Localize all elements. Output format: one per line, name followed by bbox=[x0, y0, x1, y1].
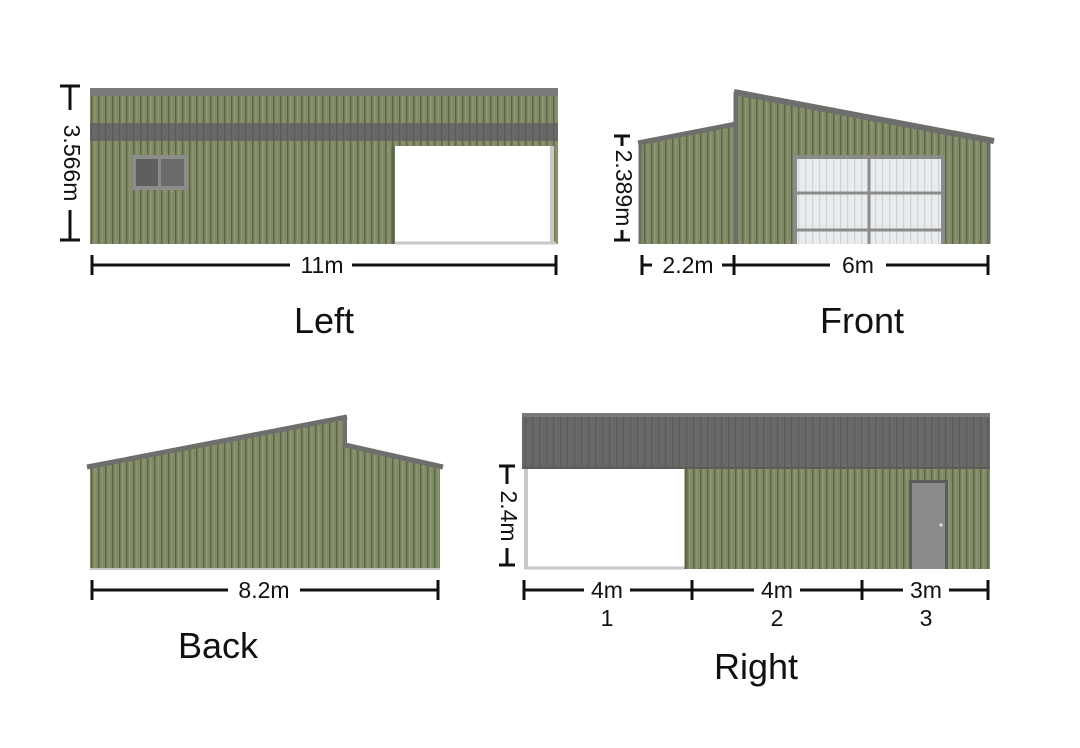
right-bay-1-number: 1 bbox=[601, 605, 614, 631]
left-eave-band bbox=[90, 123, 558, 141]
left-elevation: 3.566m 11m Left bbox=[56, 84, 558, 341]
front-lean-to-wall bbox=[640, 125, 736, 244]
back-view-title: Back bbox=[178, 625, 259, 666]
front-roller-door bbox=[793, 155, 945, 244]
back-width-dimension: 8.2m bbox=[90, 577, 440, 603]
right-height-label: 2.4m bbox=[496, 490, 522, 541]
left-open-bay bbox=[395, 146, 550, 244]
right-roof-fascia bbox=[522, 414, 990, 468]
left-view-title: Left bbox=[294, 300, 354, 341]
front-width-label-main: 6m bbox=[842, 252, 874, 278]
right-personal-door bbox=[909, 480, 948, 569]
left-roof-fascia bbox=[90, 88, 558, 96]
left-width-dimension: 11m bbox=[90, 252, 558, 278]
front-width-dimension: 2.2m 6m bbox=[640, 252, 990, 278]
right-height-dimension: 2.4m bbox=[493, 464, 522, 567]
right-bay-2-number: 2 bbox=[771, 605, 784, 631]
right-bay-3-number: 3 bbox=[920, 605, 933, 631]
front-lean-to-roof bbox=[637, 121, 737, 146]
right-bay-2-length: 4m bbox=[761, 577, 793, 603]
right-bay-1-length: 4m bbox=[591, 577, 623, 603]
left-height-dimension: 3.566m bbox=[56, 84, 85, 242]
front-height-label: 2.389m bbox=[611, 150, 637, 227]
front-view-title: Front bbox=[820, 300, 904, 341]
right-view-title: Right bbox=[714, 646, 798, 687]
back-elevation: 8.2m Back bbox=[86, 414, 444, 666]
front-width-label-lean-to: 2.2m bbox=[662, 252, 713, 278]
left-window bbox=[132, 155, 188, 190]
front-height-dimension: 2.389m bbox=[608, 134, 637, 242]
left-width-label: 11m bbox=[300, 252, 343, 278]
left-height-label: 3.566m bbox=[59, 125, 85, 202]
back-lean-to-roof bbox=[344, 442, 444, 470]
back-main-roof bbox=[86, 414, 348, 470]
front-elevation: 2.389m 2.2m 6m Front bbox=[608, 89, 995, 341]
right-elevation: 2.4m 4m 4m 3m 1 2 3 Right bbox=[493, 413, 990, 687]
right-roof-edge bbox=[522, 413, 990, 417]
right-bay-dimension: 4m 4m 3m 1 2 3 bbox=[522, 577, 990, 631]
right-bay-3-length: 3m bbox=[910, 577, 942, 603]
back-width-label: 8.2m bbox=[238, 577, 289, 603]
back-wall bbox=[90, 418, 440, 569]
front-main-roof bbox=[733, 89, 995, 144]
right-open-bay bbox=[527, 470, 684, 569]
